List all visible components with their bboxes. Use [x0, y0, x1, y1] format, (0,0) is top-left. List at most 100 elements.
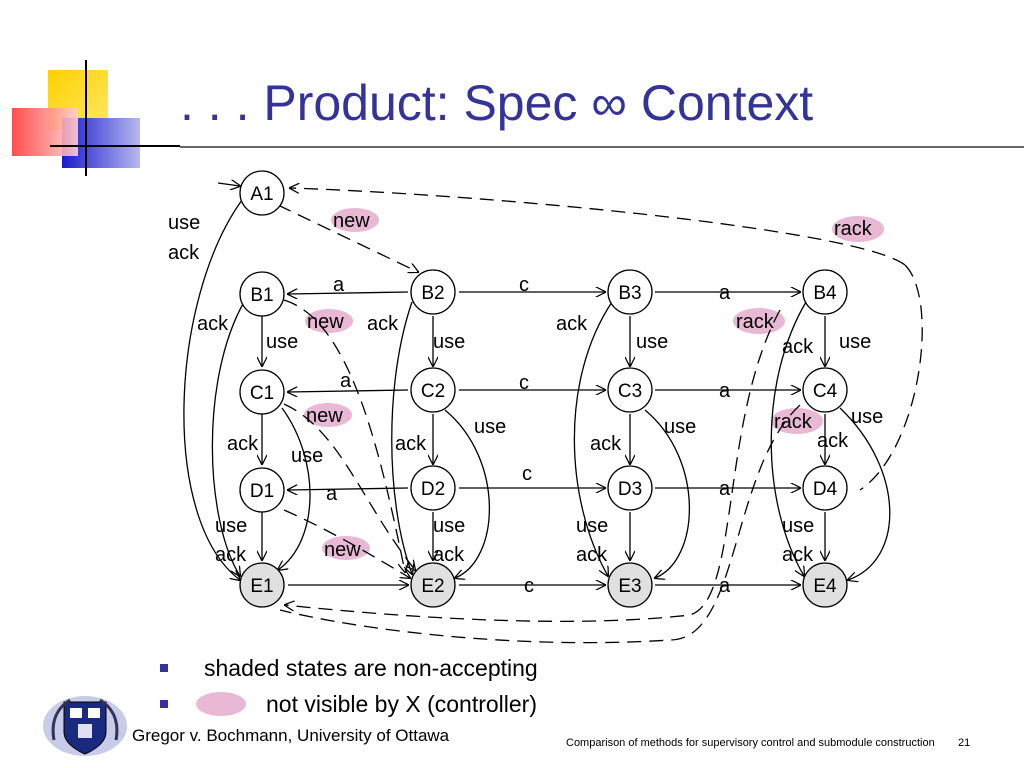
unobservable-highlights	[304, 208, 884, 560]
edge-label-c: c	[519, 372, 529, 394]
edge-label-use: use	[266, 331, 298, 353]
edge-label-use: use	[291, 445, 323, 467]
university-crest-logo	[43, 696, 127, 756]
edge-label-a: a	[719, 478, 731, 500]
edge-label-use: use	[433, 515, 465, 537]
edge-label-a: a	[719, 575, 731, 597]
edge-label-use: use	[168, 212, 200, 234]
state-label: E1	[250, 576, 273, 597]
edge-label-use: use	[433, 331, 465, 353]
highlight-rack-c	[771, 408, 823, 434]
states	[239, 170, 848, 608]
edge-label-a: a	[340, 370, 352, 392]
legend-item-hidden: not visible by X (controller)	[160, 686, 538, 722]
legend: shaded states are non-accepting not visi…	[160, 650, 538, 722]
edge-label-rack: rack	[834, 218, 873, 240]
legend-highlight-swatch	[196, 692, 246, 716]
state-C4	[802, 367, 848, 413]
state-label: C1	[250, 383, 274, 404]
highlight-new-b	[305, 309, 353, 333]
state-B1	[239, 271, 285, 317]
edge-label-ack: ack	[197, 313, 229, 335]
state-E3	[607, 562, 653, 608]
edge-label-use: use	[782, 515, 814, 537]
edge-label-ack: ack	[215, 544, 247, 566]
edge-label-ack: ack	[576, 544, 608, 566]
highlight-new-c	[304, 403, 352, 427]
edge-label-use: use	[636, 331, 668, 353]
edge-label-ack: ack	[395, 433, 427, 455]
edge-label-rack: rack	[736, 311, 775, 333]
edge-label-ack: ack	[817, 430, 849, 452]
edge-label-use: use	[215, 515, 247, 537]
state-label: B3	[618, 283, 641, 304]
state-label: B4	[813, 283, 837, 304]
edge-b2-b1-a	[288, 292, 409, 294]
state-label: C3	[618, 381, 642, 402]
edge-label-c: c	[524, 575, 534, 597]
state-label: C4	[813, 381, 838, 402]
state-C3	[607, 367, 653, 413]
edge-label-ack: ack	[590, 433, 622, 455]
state-label: D1	[250, 481, 274, 502]
title-underline	[180, 146, 1024, 148]
state-label: E2	[421, 576, 444, 597]
state-E2	[410, 562, 456, 608]
state-label: D2	[421, 479, 445, 500]
state-label: A1	[250, 184, 273, 205]
highlight-rack-top	[832, 216, 884, 242]
edge-label-ack: ack	[556, 313, 588, 335]
state-D1	[239, 467, 285, 513]
edge-label-c: c	[519, 274, 529, 296]
edge-label-a: a	[719, 282, 731, 304]
edge-label-use: use	[851, 406, 883, 428]
edge-label-a: a	[719, 380, 731, 402]
page-title: . . . Product: Spec ∞ Context	[180, 75, 814, 131]
bullet-icon	[160, 700, 168, 708]
state-B3	[607, 269, 653, 315]
state-C1	[239, 369, 285, 415]
edge-label-use: use	[839, 331, 871, 353]
state-label: B1	[250, 285, 273, 306]
highlight-rack-b	[733, 308, 785, 334]
state-E4	[802, 562, 848, 608]
edge-label-a: a	[326, 483, 338, 505]
edge-label-use: use	[664, 416, 696, 438]
edge-label-ack: ack	[433, 544, 465, 566]
edge-label-ack: ack	[782, 336, 814, 358]
legend-text: shaded states are non-accepting	[204, 654, 538, 681]
solid-transitions	[183, 183, 891, 585]
edge-label-use: use	[474, 416, 506, 438]
state-label: D4	[813, 479, 838, 500]
state-label: C2	[421, 381, 445, 402]
edge-label-new: new	[306, 405, 343, 427]
edge-init	[217, 183, 240, 186]
edge-label-new: new	[324, 539, 361, 561]
state-label: D3	[618, 479, 642, 500]
state-label: E3	[618, 576, 641, 597]
edge-label-new: new	[307, 311, 344, 333]
state-E1	[239, 562, 285, 608]
footer-author: Gregor v. Bochmann, University of Ottawa	[132, 726, 450, 745]
state-B2	[410, 269, 456, 315]
state-D2	[410, 465, 456, 511]
state-D3	[607, 465, 653, 511]
edge-label-use: use	[576, 515, 608, 537]
highlight-new-top	[331, 208, 379, 232]
deco-red-square	[12, 108, 78, 156]
edge-label-rack: rack	[774, 411, 813, 433]
state-C2	[410, 367, 456, 413]
edge-c2-c1-a	[288, 390, 409, 392]
edge-label-ack: ack	[227, 433, 259, 455]
state-label: B2	[421, 283, 444, 304]
legend-text: not visible by X (controller)	[266, 690, 537, 717]
legend-item-shaded: shaded states are non-accepting	[160, 650, 538, 686]
edge-label-a: a	[333, 274, 345, 296]
state-A1	[239, 170, 285, 216]
highlight-new-d	[322, 536, 370, 560]
state-label: E4	[813, 576, 837, 597]
state-B4	[802, 269, 848, 315]
edge-label-c: c	[522, 463, 532, 485]
edge-d2-d1-a	[288, 488, 409, 490]
corner-decoration	[12, 60, 180, 176]
